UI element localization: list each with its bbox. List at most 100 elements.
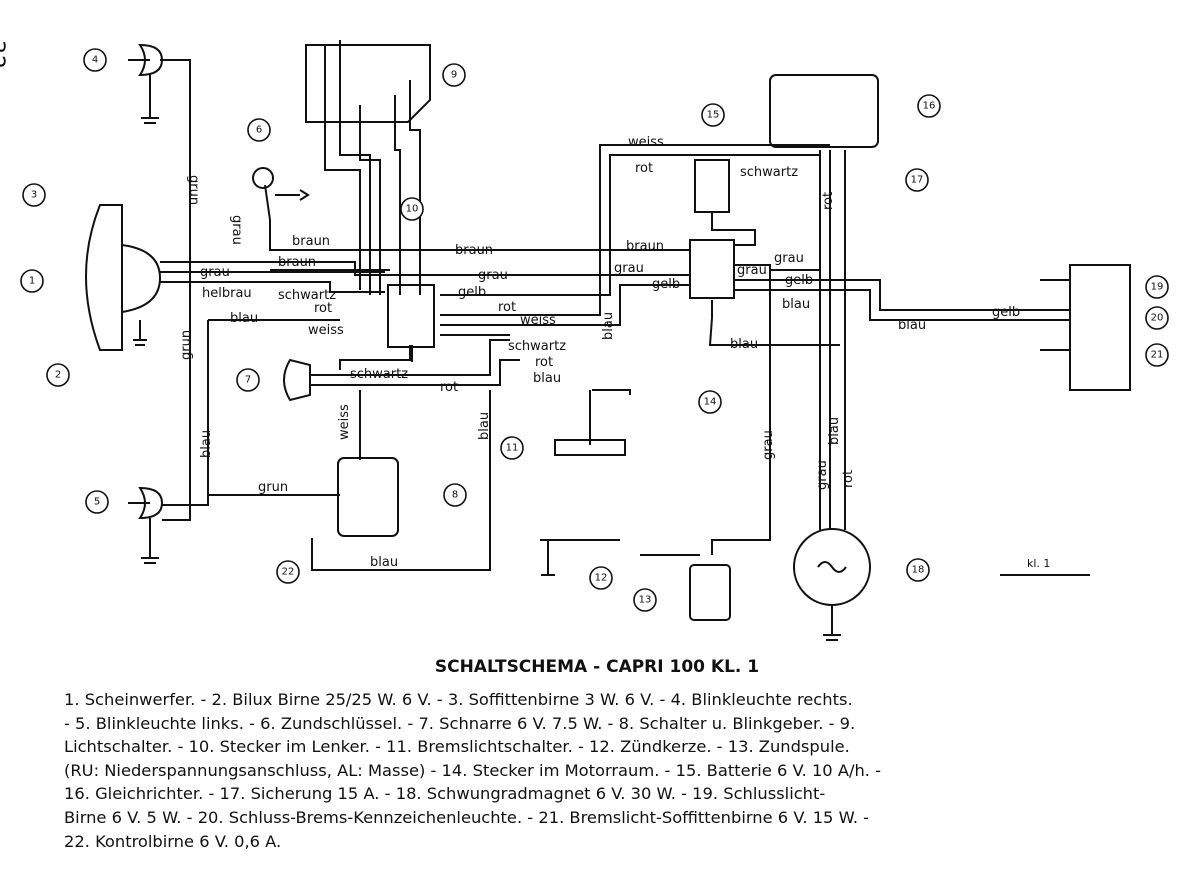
wire-label-braun: braun [626,239,664,254]
switch-8-body [337,457,399,537]
wire-label-gelb: gelb [652,277,680,292]
light-switch-body [305,44,431,123]
svg-text:17: 17 [911,175,924,186]
svg-text:8: 8 [452,490,458,501]
connector-14-body [689,239,735,299]
marker-16: 16 [917,94,941,118]
wire-label-grau: grau [761,430,776,460]
marker-12: 12 [589,566,613,590]
legend-line: 22. Kontrolbirne 6 V. 0,6 A. [64,831,282,851]
svg-text:14: 14 [704,397,717,408]
wire-label-blau: blau [199,430,214,458]
wire-label-grau: grau [815,460,830,490]
blinker-right-lamp-shape [128,43,164,77]
wire-label-grau: grau [200,265,230,280]
wire-label-gelb: gelb [458,285,486,300]
marker-4: 4 [83,48,107,72]
wire-label-grau: grau [614,261,644,276]
marker-20: 20 [1145,306,1169,330]
svg-text:2: 2 [55,370,61,381]
svg-text:15: 15 [707,110,720,121]
ground-symbol [141,518,159,564]
legend-line: 1. Scheinwerfer. - 2. Bilux Birne 25/25 … [64,690,853,709]
marker-13: 13 [633,588,657,612]
marker-21: 21 [1145,343,1169,367]
svg-text:4: 4 [92,55,98,66]
wire-label-schwartz: schwartz [508,339,566,354]
wire-label-rot: rot [821,192,836,210]
marker-17: 17 [905,168,929,192]
marker-1: 1 [20,269,44,293]
wire-label-grun: grun [258,480,288,495]
ground-symbol [133,320,147,346]
scale-note: kl. 1 [1027,557,1050,570]
wire-label-weiss: weiss [308,323,344,338]
svg-text:1: 1 [29,276,35,287]
battery-body [694,159,730,213]
svg-text:10: 10 [406,204,419,215]
marker-19: 19 [1145,275,1169,299]
svg-text:5: 5 [94,497,100,508]
svg-text:6: 6 [256,125,262,136]
headlight-shape [85,204,123,351]
wire-label-rot: rot [535,355,553,370]
wire-label-braun: braun [455,243,493,258]
wire-label-grau: grau [229,215,244,245]
legend-line: (RU: Niederspannungsanschluss, AL: Masse… [64,760,882,780]
wire-label-rot: rot [498,300,516,315]
wire-label-blau: blau [601,312,616,340]
rectifier-body [769,74,879,148]
horn-shape [283,358,311,402]
marker-14: 14 [698,390,722,414]
marker-3: 3 [22,183,46,207]
svg-text:16: 16 [923,101,936,112]
wire-label-blau: blau [370,555,398,570]
svg-text:21: 21 [1151,350,1164,361]
ground-symbol [141,75,159,124]
svg-text:20: 20 [1151,313,1164,324]
svg-text:19: 19 [1151,282,1164,293]
legend-line: Birne 6 V. 5 W. - 20. Schluss-Brems-Kenn… [64,807,870,827]
wire-label-helbrau: helbrau [202,286,252,301]
wire-label-rot: rot [841,470,856,488]
svg-text:12: 12 [595,573,608,584]
legend: 1. Scheinwerfer. - 2. Bilux Birne 25/25 … [64,688,1140,853]
wire-label-grau: grau [774,251,804,266]
wire-label-blau: blau [477,412,492,440]
component-markers: 1 2 3 4 5 6 7 8 9 10 11 12 13 14 15 16 1… [20,48,1169,612]
svg-text:22: 22 [282,567,295,578]
wire-label-blau: blau [898,318,926,333]
diagram-title: SCHALTSCHEMA - CAPRI 100 KL. 1 [434,657,760,677]
wire-label-rot: rot [440,380,458,395]
legend-line: 16. Gleichrichter. - 17. Sicherung 15 A.… [64,784,826,804]
svg-text:11: 11 [506,443,519,454]
marker-6: 6 [247,118,271,142]
wire-label-schwartz: schwartz [278,288,336,303]
wire-label-schwartz: schwartz [350,367,408,382]
marker-8: 8 [443,483,467,507]
wire-label-grau: grau [737,263,767,278]
wire-label-grun: grun [186,175,201,205]
svg-text:13: 13 [639,595,652,606]
wire-label-blau: blau [730,337,758,352]
marker-10: 10 [400,197,424,221]
svg-text:3: 3 [31,190,37,201]
wire-label-weiss: weiss [337,404,352,440]
wire-label-schwartz: schwartz [740,165,798,180]
connector-10-body [387,284,435,348]
wire-label-weiss: weiss [520,313,556,328]
wire-label-braun: braun [292,234,330,249]
legend-line: Lichtschalter. - 10. Stecker im Lenker. … [64,737,850,757]
wire-label-rot: rot [635,161,653,176]
wiring-diagram: 1 2 3 4 5 6 7 8 9 10 11 12 13 14 15 16 1… [20,40,1169,641]
wire-label-blau: blau [230,311,258,326]
svg-text:7: 7 [245,375,251,386]
wire-labels: grun grun blau grau braun braun grau hel… [179,135,1050,570]
legend-line: - 5. Blinkleuchte links. - 6. Zundschlüs… [64,713,856,733]
marker-9: 9 [442,63,466,87]
marker-2: 2 [46,363,70,387]
wire-label-gelb: gelb [785,273,813,288]
svg-text:18: 18 [912,565,925,576]
wire-label-blau: blau [827,417,842,445]
marker-22: 22 [276,560,300,584]
